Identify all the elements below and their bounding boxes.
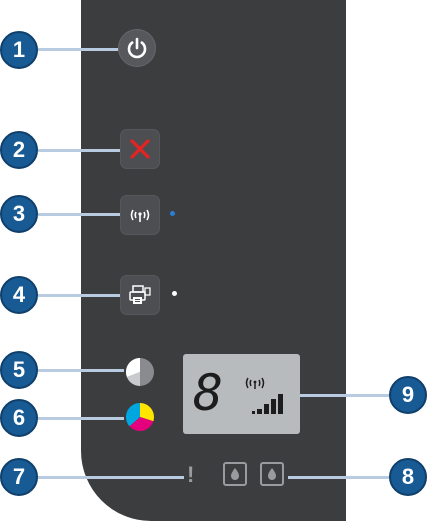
attention-light: ! — [187, 462, 195, 487]
leader-line-1 — [38, 48, 124, 51]
black-copy-button[interactable] — [125, 357, 155, 387]
web-services-button[interactable] — [120, 275, 160, 315]
signal-base-dot — [252, 411, 255, 414]
callout-2: 2 — [0, 131, 38, 169]
leader-line-2 — [38, 149, 124, 152]
signal-bar — [278, 394, 283, 414]
black-copy-icon — [125, 357, 154, 387]
callout-6: 6 — [0, 399, 38, 437]
leader-line-4 — [38, 294, 124, 297]
callout-1: 1 — [0, 31, 38, 69]
leader-line-7 — [38, 476, 184, 479]
close-icon — [130, 139, 150, 159]
ink-level-icons — [222, 461, 288, 489]
black-ink-icon — [223, 462, 247, 486]
leader-line-8 — [288, 476, 392, 479]
signal-bars — [252, 394, 283, 414]
callout-3: 3 — [0, 195, 38, 233]
cancel-button[interactable] — [120, 129, 160, 169]
callout-9: 9 — [389, 376, 427, 414]
control-panel-display: 8 — [183, 354, 300, 434]
control-panel — [81, 0, 346, 521]
callout-8: 8 — [389, 458, 427, 496]
power-button[interactable] — [118, 29, 156, 67]
signal-bar — [264, 404, 269, 414]
wireless-signal-icon — [245, 377, 283, 414]
leader-line-3 — [38, 213, 124, 216]
callout-5: 5 — [0, 351, 38, 389]
leader-line-9 — [300, 394, 392, 397]
callout-4: 4 — [0, 276, 38, 314]
power-icon — [127, 37, 147, 59]
copies-digit: 8 — [193, 364, 224, 422]
web-services-status-light — [172, 291, 177, 296]
wireless-icon — [130, 209, 150, 222]
printer-web-icon — [129, 285, 151, 304]
wireless-button[interactable] — [120, 195, 160, 235]
callout-7: 7 — [0, 458, 38, 496]
signal-bar — [257, 409, 262, 414]
color-copy-button[interactable] — [125, 402, 155, 432]
leader-line-5 — [38, 369, 124, 372]
color-ink-icon — [260, 462, 284, 486]
color-copy-icon — [125, 402, 154, 432]
signal-bar — [271, 399, 276, 414]
wireless-status-light — [170, 211, 175, 216]
leader-line-6 — [38, 417, 124, 420]
